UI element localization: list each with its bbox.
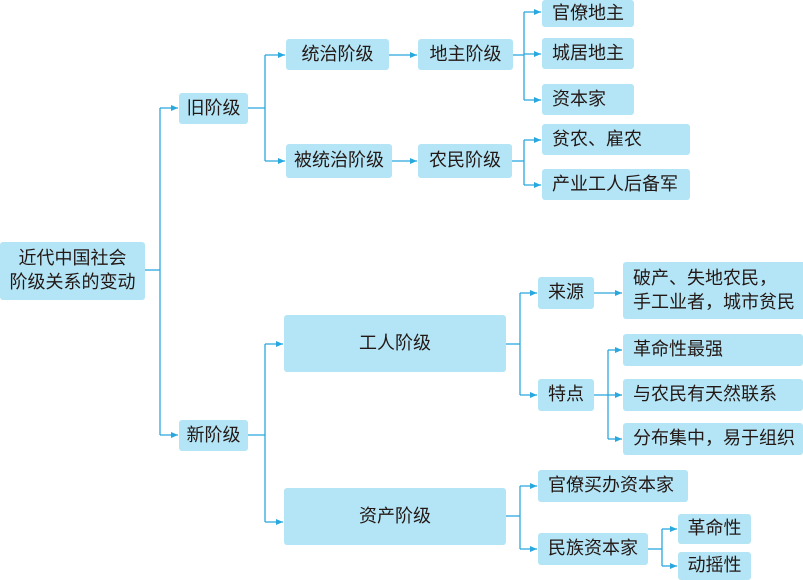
source-node: 来源: [538, 277, 594, 309]
vacillating-node: 动摇性: [678, 552, 751, 580]
landlord-class-node: 地主阶级: [418, 39, 513, 70]
comprador-node: 官僚买办资本家: [538, 470, 688, 502]
ruling-class-node: 统治阶级: [286, 39, 389, 70]
worker-class-node: 工人阶级: [284, 315, 506, 372]
trait-revolutionary-node: 革命性最强: [623, 334, 803, 366]
trait-peasant-link-node: 与农民有天然联系: [623, 379, 803, 411]
new-class-node: 新阶级: [179, 420, 248, 451]
capitalist-node: 资本家: [542, 84, 634, 115]
traits-node: 特点: [538, 379, 594, 411]
old-class-node: 旧阶级: [179, 93, 248, 124]
urban-landlord-node: 城居地主: [542, 38, 634, 69]
industrial-reserve-node: 产业工人后备军: [542, 169, 690, 200]
national-bourgeois-node: 民族资本家: [538, 533, 648, 565]
peasant-class-node: 农民阶级: [418, 144, 512, 178]
root-line-2: 阶级关系的变动: [9, 272, 136, 293]
root-line-1: 近代中国社会: [18, 248, 127, 269]
root-node: 近代中国社会 阶级关系的变动: [0, 242, 145, 300]
revolutionary-node: 革命性: [678, 514, 751, 544]
bourgeois-class-node: 资产阶级: [284, 488, 506, 545]
trait-concentrated-node: 分布集中，易于组织: [623, 423, 803, 455]
poor-peasant-node: 贫农、雇农: [542, 124, 690, 155]
ruled-class-node: 被统治阶级: [286, 144, 392, 178]
bureaucrat-landlord-node: 官僚地主: [542, 0, 634, 27]
source-detail-node: 破产、失地农民， 手工业者，城市贫民: [623, 262, 803, 319]
